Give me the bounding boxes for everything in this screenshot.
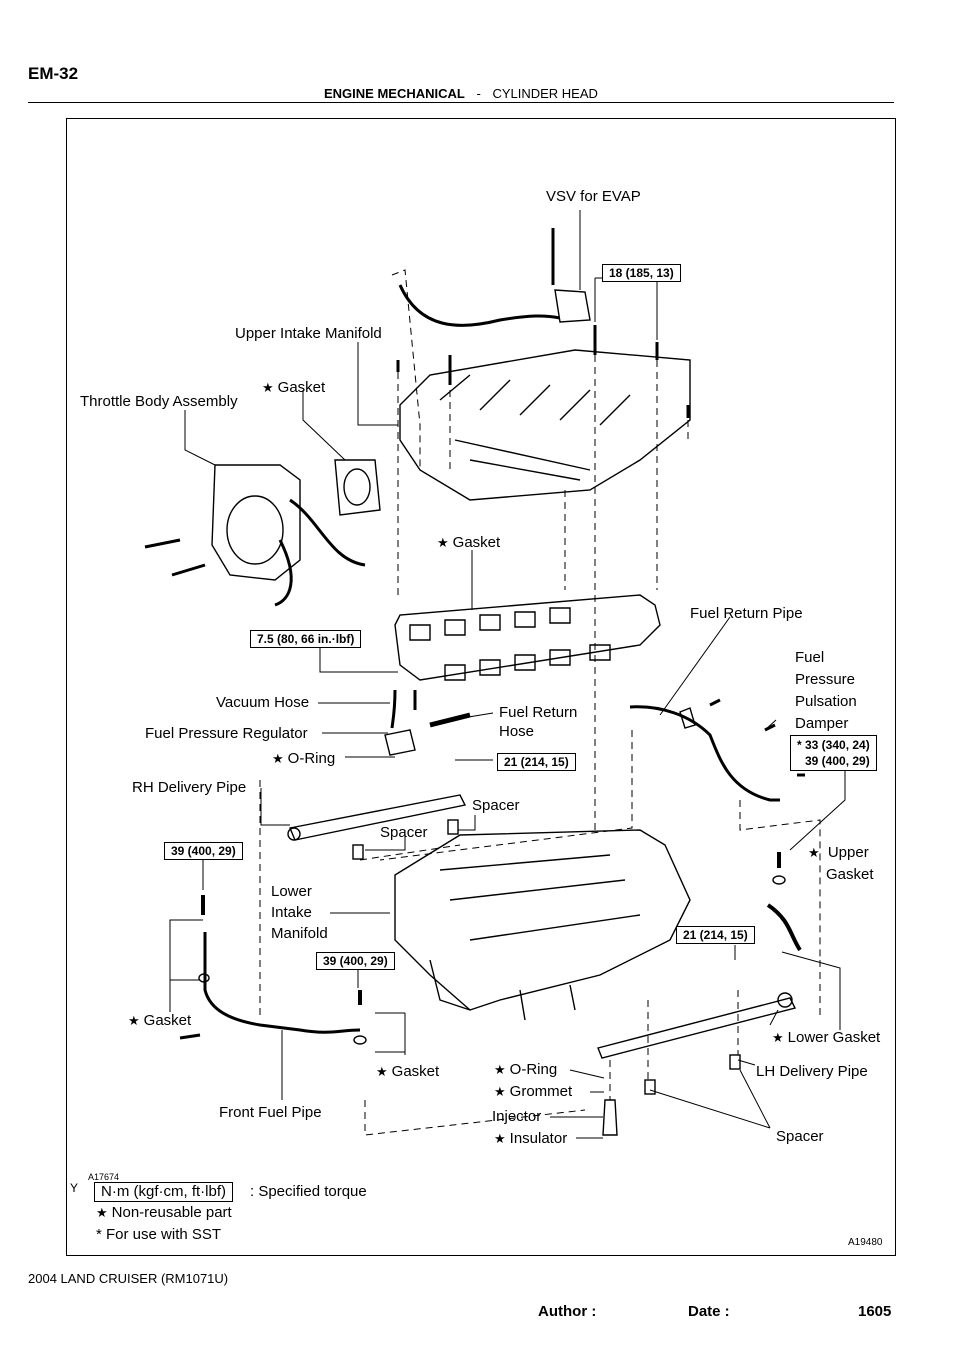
- label-upper-gasket: Upper Gasket: [808, 842, 874, 886]
- footer-page-number: 1605: [858, 1303, 892, 1320]
- label-fuel-return-pipe: Fuel Return Pipe: [690, 605, 803, 622]
- section-title: ENGINE MECHANICAL - CYLINDER HEAD: [324, 86, 598, 101]
- lh-delivery-pipe-shape: [597, 997, 797, 1059]
- label-injector: Injector: [492, 1108, 542, 1125]
- label-gasket-top: Gasket: [262, 379, 326, 397]
- label-front-fuel-pipe: Front Fuel Pipe: [219, 1104, 322, 1121]
- figure-frame: [66, 118, 896, 1256]
- label-fuel-pressure-regulator: Fuel Pressure Regulator: [145, 725, 308, 742]
- label-fuel-pulsation-line4: Damper: [795, 715, 849, 732]
- vacuum-hose-upper-shape: [398, 284, 561, 327]
- label-upper-gasket-line2: Gasket: [826, 866, 874, 883]
- header-rule: [28, 102, 894, 103]
- front-fuel-pipe-shape: [203, 932, 361, 1034]
- label-fuel-return-hose-line1: Fuel Return: [499, 704, 578, 721]
- label-throttle-body: Throttle Body Assembly: [80, 393, 238, 410]
- label-lower-intake-manifold: Lower Intake Manifold: [271, 881, 328, 944]
- legend-non-reusable: Non-reusable part: [96, 1204, 232, 1222]
- torque-spec-4-line1: * 33 (340, 24): [797, 738, 870, 752]
- label-fuel-pulsation-damper: Fuel Pressure Pulsation Damper: [795, 647, 857, 735]
- intake-gasket-shape: [394, 594, 661, 681]
- label-lower-line2: Intake: [271, 904, 312, 921]
- label-fuel-pulsation-line1: Fuel: [795, 649, 825, 666]
- throttle-gasket-shape: [334, 459, 381, 516]
- label-upper-gasket-line1: Upper: [827, 844, 869, 861]
- label-vsv-for-evap: VSV for EVAP: [546, 188, 641, 205]
- legend-unit-box: N·m (kgf·cm, ft·lbf): [94, 1182, 233, 1202]
- throttle-body-shape: [211, 464, 301, 581]
- label-spacer-bottom: Spacer: [776, 1128, 824, 1145]
- page-code: EM-32: [28, 64, 79, 83]
- torque-spec-1: 18 (185, 13): [602, 264, 681, 282]
- label-fuel-return-hose-line2: Hose: [499, 723, 535, 740]
- torque-spec-6: 39 (400, 29): [316, 952, 395, 970]
- label-o-ring-bottom: O-Ring: [494, 1061, 558, 1079]
- label-vacuum-hose: Vacuum Hose: [216, 694, 310, 711]
- label-upper-intake-manifold: Upper Intake Manifold: [235, 325, 382, 342]
- label-gasket-left-text: Gasket: [143, 1012, 192, 1029]
- label-spacer-right: Spacer: [472, 797, 520, 814]
- label-o-ring-top-text: O-Ring: [287, 750, 336, 767]
- torque-spec-3: 21 (214, 15): [497, 753, 576, 771]
- injector-shape: [602, 1099, 618, 1136]
- label-insulator-text: Insulator: [509, 1130, 568, 1147]
- label-insulator: Insulator: [494, 1130, 568, 1148]
- subsection-name: CYLINDER HEAD: [492, 86, 598, 101]
- figure-code: A19480: [848, 1237, 883, 1248]
- label-fuel-pulsation-line2: Pressure: [795, 671, 856, 688]
- torque-spec-2: 7.5 (80, 66 in.·lbf): [250, 630, 362, 648]
- legend-non-reusable-text: Non-reusable part: [111, 1204, 232, 1221]
- label-lower-line1: Lower: [271, 883, 312, 900]
- legend-sst: * For use with SST: [96, 1226, 222, 1243]
- legend-figure-code-small: A17674: [88, 1172, 120, 1182]
- label-gasket-bottom-text: Gasket: [391, 1063, 440, 1080]
- label-fuel-pulsation-line3: Pulsation: [795, 693, 857, 710]
- legend-unit-description: : Specified torque: [250, 1183, 367, 1200]
- label-spacer-left: Spacer: [380, 824, 428, 841]
- section-separator: -: [476, 86, 481, 101]
- footer-date: Date :: [688, 1303, 730, 1320]
- section-name: ENGINE MECHANICAL: [324, 86, 465, 101]
- legend-y-mark: Y: [70, 1181, 79, 1195]
- lower-intake-manifold-shape: [394, 829, 691, 1011]
- label-o-ring-bottom-text: O-Ring: [509, 1061, 558, 1078]
- label-gasket-mid: Gasket: [437, 534, 501, 552]
- label-o-ring-top: O-Ring: [272, 750, 336, 768]
- label-lower-line3: Manifold: [271, 925, 328, 942]
- label-grommet: Grommet: [494, 1083, 573, 1101]
- label-gasket-bottom: Gasket: [376, 1063, 440, 1081]
- upper-intake-manifold-shape: [399, 349, 691, 501]
- footer-model: 2004 LAND CRUISER (RM1071U): [28, 1271, 229, 1286]
- label-fuel-return-hose: Fuel Return Hose: [499, 703, 577, 741]
- fuel-return-pipe-shape: [629, 705, 780, 802]
- torque-spec-7: 21 (214, 15): [676, 926, 755, 944]
- label-gasket-top-text: Gasket: [277, 379, 326, 396]
- label-lower-gasket-text: Lower Gasket: [787, 1029, 881, 1046]
- rh-delivery-pipe-shape: [289, 794, 467, 841]
- torque-spec-4: * 33 (340, 24) 39 (400, 29): [790, 735, 877, 771]
- torque-spec-5: 39 (400, 29): [164, 842, 243, 860]
- label-rh-delivery-pipe: RH Delivery Pipe: [132, 779, 247, 796]
- label-gasket-mid-text: Gasket: [452, 534, 501, 551]
- label-lower-gasket: Lower Gasket: [772, 1029, 881, 1047]
- label-lh-delivery-pipe: LH Delivery Pipe: [756, 1063, 868, 1080]
- torque-spec-4-line2: 39 (400, 29): [805, 754, 870, 768]
- footer-author: Author :: [538, 1303, 597, 1320]
- label-gasket-left: Gasket: [128, 1012, 192, 1030]
- label-grommet-text: Grommet: [509, 1083, 573, 1100]
